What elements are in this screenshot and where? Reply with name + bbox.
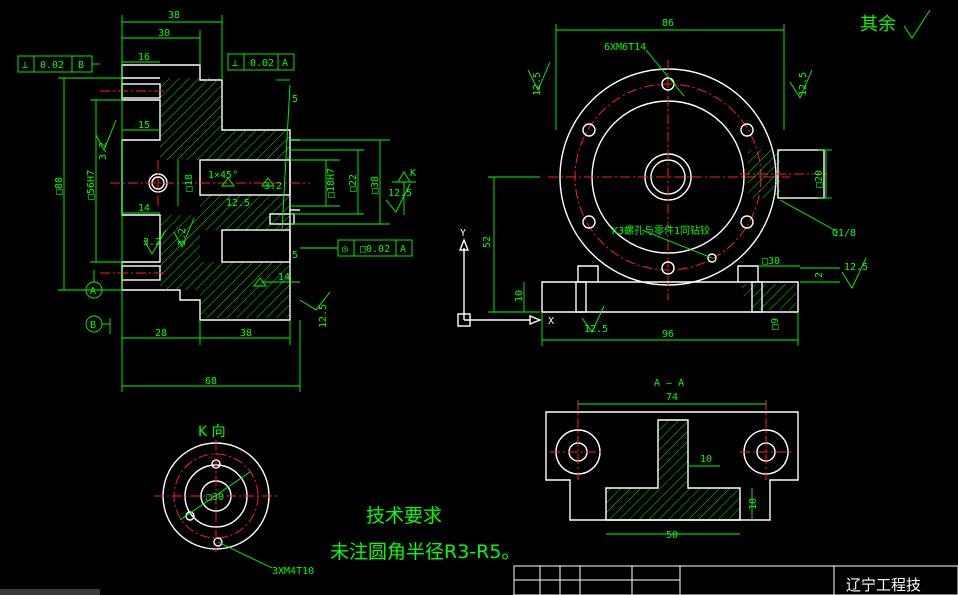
dim-phi-18h7: □18H7 <box>326 168 337 198</box>
model-tab[interactable] <box>0 589 100 595</box>
tol1-datum: B <box>78 60 84 71</box>
dim-phi-56h7: □56H7 <box>86 170 97 200</box>
label-g18: G1/8 <box>832 228 856 239</box>
dim-10: 10 <box>700 454 712 465</box>
company-name: 辽宁工程技 <box>846 576 921 594</box>
k-view: K 向 □30 3XM4T10 <box>154 424 314 577</box>
dim-phi-22: □22 <box>348 174 359 192</box>
dim-12-5-b: 12.5 <box>388 188 412 199</box>
dim-38: 38 <box>168 10 180 21</box>
front-view-dimensions: 38 30 16 15 14 3.2 3.2 3.2 3.2 □88 □56H7… <box>22 10 416 387</box>
dim-12-5-d: 12.5 <box>584 324 608 335</box>
dim-14: 14 <box>138 203 150 214</box>
dim-12-5-b: 12.5 <box>798 72 809 96</box>
dim-14-b: 14 <box>278 272 290 283</box>
title-block: 辽宁工程技 <box>513 565 958 595</box>
dim-chamfer: 1×45° <box>208 170 238 181</box>
tol3-value: □0.02 <box>360 244 390 255</box>
dim-12-5-a: 12.5 <box>532 72 543 96</box>
dim-28: 28 <box>155 328 167 339</box>
dim-38-b: 38 <box>240 328 252 339</box>
notes-title: 技术要求 <box>366 505 442 527</box>
tol2-value: 0.02 <box>250 58 274 69</box>
section-title: A — A <box>654 378 684 389</box>
notes-line-1: 未注圆角半径R3-R5。 <box>330 541 520 563</box>
datum-b: B <box>90 320 96 331</box>
side-view <box>457 9 931 346</box>
dim-phi-18: □18 <box>184 174 195 192</box>
dim-5-bottom: 5 <box>292 250 298 261</box>
k-view-title: K 向 <box>198 424 226 440</box>
dim-50: 50 <box>666 530 678 541</box>
dim-2: 2 <box>814 272 825 278</box>
dim-5-top: 5 <box>292 94 298 105</box>
label-thread-holes: 6XM6T14 <box>604 42 646 53</box>
datum-a: A <box>90 286 96 297</box>
dim-68: 68 <box>205 376 217 387</box>
label-drill-note: K3螺孔与零件1同钻铰 <box>612 224 710 237</box>
tol2-symbol: ⊥ <box>232 58 238 69</box>
dim-3-2-c: 3.2 <box>143 237 161 248</box>
dim-16: 16 <box>138 52 150 63</box>
axis-y: Y <box>460 228 466 239</box>
dim-3-2-d: 3.2 <box>264 181 282 192</box>
dim-3-2-a: 3.2 <box>98 142 109 160</box>
dim-phi-30: □30 <box>206 492 224 503</box>
technical-notes: 技术要求 未注圆角半径R3-R5。 <box>330 505 520 563</box>
tol2-datum: A <box>282 58 288 69</box>
dim-12-5-c: 12.5 <box>318 304 329 328</box>
label-remaining-finish: 其余 <box>860 14 896 35</box>
dim-phi-30: □30 <box>762 256 780 267</box>
dim-3-2-b: 3.2 <box>177 228 188 246</box>
dim-phi-88: □88 <box>54 177 65 195</box>
tol1-symbol: ⊥ <box>22 60 28 71</box>
dim-15: 15 <box>138 120 150 131</box>
dim-52: 52 <box>482 236 493 248</box>
front-view <box>17 15 416 392</box>
dim-96: 96 <box>662 329 674 340</box>
tol1-value: 0.02 <box>40 60 64 71</box>
dim-74: 74 <box>666 392 678 403</box>
axis-x: X <box>548 316 554 327</box>
tol3-symbol: ◎ <box>342 244 348 255</box>
dim-phi-9: □9 <box>770 318 781 330</box>
dim-30: 30 <box>158 28 170 39</box>
label-k-thread: 3XM4T10 <box>272 566 314 577</box>
dim-12-5-a: 12.5 <box>226 198 250 209</box>
dim-10: 10 <box>514 290 525 302</box>
dim-86: 86 <box>662 18 674 29</box>
side-view-dimensions: 86 6XM6T14 12.5 12.5 □20 G1/8 K3螺孔与零件1同钻… <box>460 14 896 340</box>
dim-10-b: 10 <box>748 498 759 510</box>
dim-phi-38: □38 <box>370 176 381 194</box>
view-k-label: K <box>410 168 416 179</box>
tol3-datum: A <box>400 244 406 255</box>
dim-12-5-c: 12.5 <box>844 262 868 273</box>
section-a-a: A — A 74 10 10 50 <box>545 378 799 541</box>
dim-phi-20: □20 <box>814 170 825 188</box>
